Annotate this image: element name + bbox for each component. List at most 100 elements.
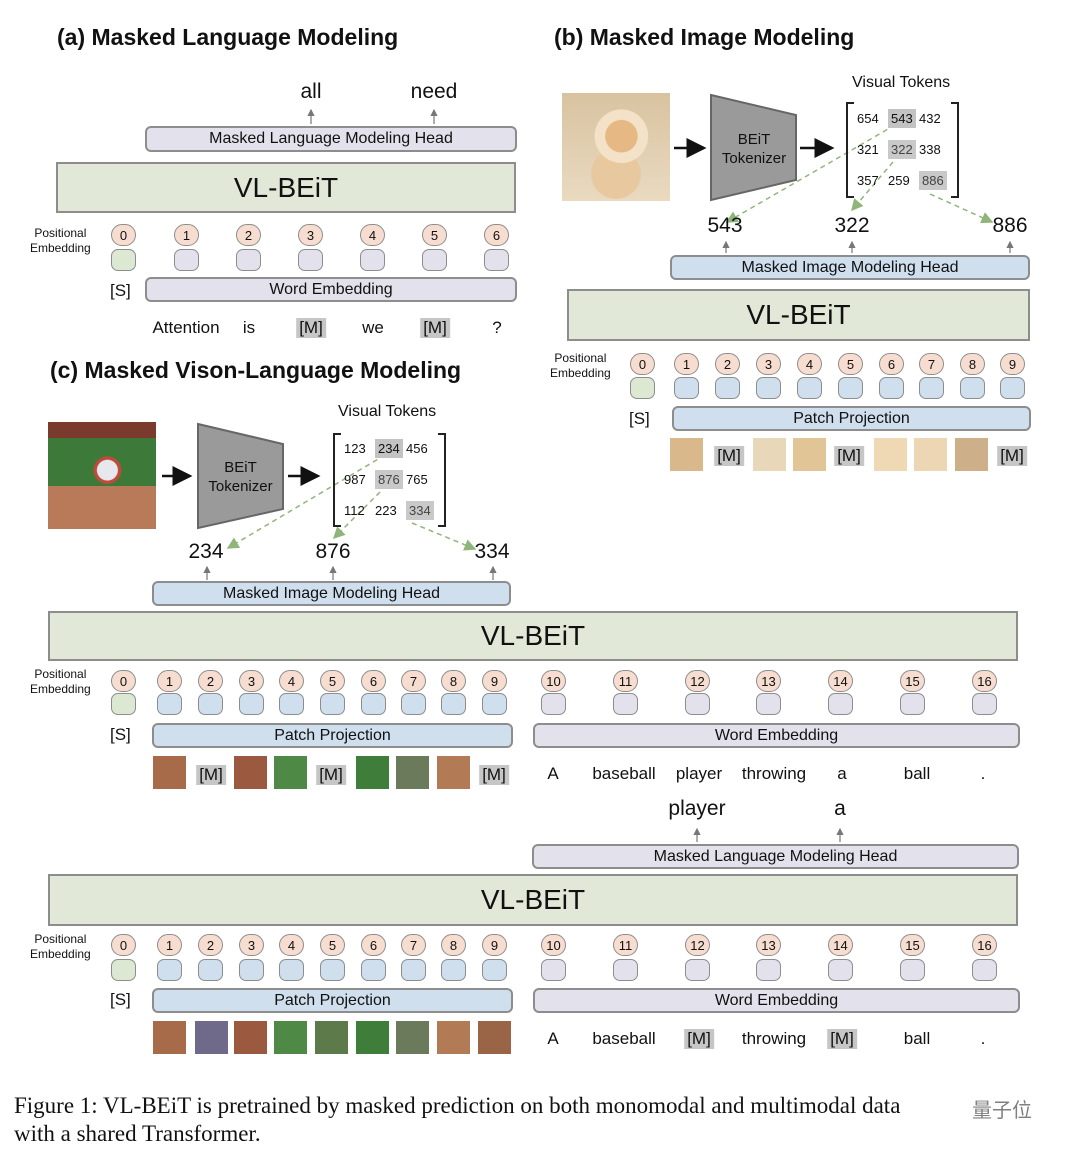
a-position-1: 1 [174,224,199,246]
a-embedding-1 [174,249,199,271]
a-position-5: 5 [422,224,447,246]
token-bracket-left-c [333,433,341,527]
a-mask-token-4: [M] [420,318,450,338]
c1-word-2: player [675,764,723,783]
caption-line1: Figure 1: VL-BEiT is pretrained by maske… [14,1093,901,1118]
c1-image-patch-3 [274,756,307,789]
b-token-value-357: 357 [857,173,879,188]
c2-embedding-12 [685,959,710,981]
c-token-value-456: 456 [406,441,428,456]
panel-b-title: (b) Masked Image Modeling [554,24,855,50]
mim-head-b: Masked Image Modeling Head [670,255,1030,280]
c1-embedding-3 [239,693,264,715]
positional-embedding-label-c1: Positional Embedding [30,667,91,697]
a-position-4: 4 [360,224,385,246]
c2-position-14: 14 [828,934,853,956]
c1-image-patch-7 [437,756,470,789]
tokenizer-label-b: BEiT Tokenizer [712,130,796,168]
mvlm-output-334: 334 [474,540,510,563]
b-image-patch-0 [670,438,703,471]
token-bracket-left-b [846,102,854,198]
c2-position-4: 4 [279,934,304,956]
c2-image-patch-3 [274,1021,307,1054]
c-token-765: 765 [406,472,428,487]
c1-embedding-15 [900,693,925,715]
c1-word-5: ball [903,764,931,783]
c1-position-4: 4 [279,670,304,692]
b-token-886: 886 [919,171,947,190]
c-token-987: 987 [344,472,366,487]
c2-position-10: 10 [541,934,566,956]
caption-line2: with a shared Transformer. [14,1121,261,1146]
c2-position-13: 13 [756,934,781,956]
mlm-output-need: need [410,80,458,103]
a-embedding-5 [422,249,447,271]
b-embedding-2 [715,377,740,399]
c2-position-7: 7 [401,934,426,956]
c1-mask-patch-1: [M] [196,765,226,785]
b-image-patch-6 [914,438,947,471]
b-token-value-654: 654 [857,111,879,126]
c2-position-6: 6 [361,934,386,956]
c1-word-0: A [547,764,559,783]
a-embedding-0 [111,249,136,271]
a-embedding-6 [484,249,509,271]
a-position-2: 2 [236,224,261,246]
c-token-456: 456 [406,441,428,456]
positional-embedding-label-a: Positional Embedding [30,226,91,256]
s-token-c1: [S] [110,725,131,744]
c2-embedding-2 [198,959,223,981]
c-token-112: 112 [344,503,365,518]
watermark: 量子位 [972,1098,1032,1122]
c2-position-8: 8 [441,934,466,956]
c-token-223: 223 [375,503,397,518]
b-token-value-543: 543 [888,109,916,128]
b-token-543: 543 [888,109,916,128]
patch-projection-c2: Patch Projection [152,988,513,1013]
a-position-3: 3 [298,224,323,246]
c2-image-patch-4 [315,1021,348,1054]
b-position-4: 4 [797,353,822,375]
b-image-patch-5 [874,438,907,471]
word-embedding-c1: Word Embedding [533,723,1020,748]
b-embedding-6 [879,377,904,399]
tokenizer-label-c: BEiT Tokenizer [198,458,283,496]
pos-emb-line2: Embedding [30,241,91,255]
c2-embedding-14 [828,959,853,981]
c2-embedding-10 [541,959,566,981]
panel-a-title: (a) Masked Language Modeling [57,24,399,50]
c2-embedding-4 [279,959,304,981]
c2-position-9: 9 [482,934,507,956]
c2-image-patch-7 [437,1021,470,1054]
a-word-0: Attention [152,318,220,337]
b-token-value-432: 432 [919,111,941,126]
b-token-432: 432 [919,111,941,126]
c1-embedding-16 [972,693,997,715]
c1-position-10: 10 [541,670,566,692]
b-position-7: 7 [919,353,944,375]
c1-image-patch-5 [356,756,389,789]
s-token-b: [S] [629,409,650,428]
c2-position-15: 15 [900,934,925,956]
c2-word-6: . [980,1029,986,1048]
figure-caption: Figure 1: VL-BEiT is pretrained by maske… [14,1092,900,1148]
c2-image-patch-8 [478,1021,511,1054]
b-embedding-9 [1000,377,1025,399]
c2-embedding-8 [441,959,466,981]
c2-embedding-11 [613,959,638,981]
c1-embedding-0 [111,693,136,715]
vl-beit-c1: VL-BEiT [48,611,1018,661]
tokenizer-b-line1: BEiT [737,131,771,148]
c2-position-1: 1 [157,934,182,956]
c2-embedding-0 [111,959,136,981]
mlm-head-c: Masked Language Modeling Head [532,844,1019,869]
a-word-1: is [242,318,256,337]
c1-embedding-13 [756,693,781,715]
c1-position-2: 2 [198,670,223,692]
c1-position-12: 12 [685,670,710,692]
c2-embedding-5 [320,959,345,981]
mim-head-c: Masked Image Modeling Head [152,581,511,606]
c-token-value-876: 876 [375,470,403,489]
c1-position-7: 7 [401,670,426,692]
b-embedding-5 [838,377,863,399]
